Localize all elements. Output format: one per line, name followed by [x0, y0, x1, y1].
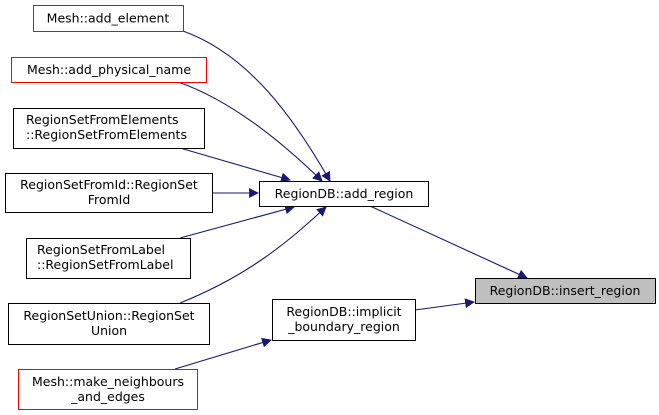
node-region-set-from-elements[interactable]: RegionSetFromElements ::RegionSetFromEle…: [13, 108, 205, 149]
node-mesh-make-neighbours-and-edges[interactable]: Mesh::make_neighbours _and_edges: [18, 369, 198, 410]
node-label: _and_edges: [70, 389, 145, 404]
node-label: RegionSetFromLabel: [37, 242, 165, 257]
node-label: FromId: [88, 192, 131, 207]
node-regiondb-insert-region: RegionDB::insert_region: [475, 278, 656, 304]
edge-add-physical-name-to-add-region: [177, 81, 323, 182]
edge-rs-from-label-to-add-region: [179, 204, 295, 239]
node-label: _boundary_region: [287, 319, 400, 334]
node-regiondb-implicit-boundary-region[interactable]: RegionDB::implicit _boundary_region: [272, 299, 416, 341]
node-mesh-add-element[interactable]: Mesh::add_element: [33, 5, 184, 32]
edge-add-element-to-add-region: [182, 30, 331, 182]
node-label: RegionDB::insert_region: [490, 283, 641, 298]
node-region-set-from-label[interactable]: RegionSetFromLabel ::RegionSetFromLabel: [26, 238, 191, 279]
edge-implicit-to-insert-region: [414, 298, 475, 311]
edges: [174, 30, 528, 370]
edge-make-neighbours-to-implicit: [174, 337, 272, 370]
node-label: ::RegionSetFromElements: [26, 127, 187, 142]
node-label: Union: [91, 323, 127, 338]
node-label: Mesh::make_neighbours: [32, 374, 184, 389]
edge-rs-union-to-add-region: [179, 206, 327, 304]
node-label: RegionSetFromId::RegionSet: [20, 177, 198, 192]
edge-add-region-to-insert-region: [369, 205, 528, 279]
node-label: Mesh::add_physical_name: [27, 62, 191, 77]
node-region-set-union[interactable]: RegionSetUnion::RegionSet Union: [8, 303, 210, 345]
node-label: RegionDB::add_region: [275, 186, 414, 201]
edge-rs-from-elements-to-add-region: [179, 147, 291, 183]
node-label: RegionDB::implicit: [286, 304, 401, 319]
node-label: RegionSetFromElements: [26, 112, 179, 127]
node-label: RegionSetUnion::RegionSet: [23, 308, 194, 323]
node-label: ::RegionSetFromLabel: [37, 257, 173, 272]
node-mesh-add-physical-name[interactable]: Mesh::add_physical_name: [11, 57, 207, 83]
node-regiondb-add-region[interactable]: RegionDB::add_region: [259, 181, 429, 207]
node-label: Mesh::add_element: [47, 11, 170, 26]
node-region-set-from-id[interactable]: RegionSetFromId::RegionSet FromId: [5, 173, 213, 213]
